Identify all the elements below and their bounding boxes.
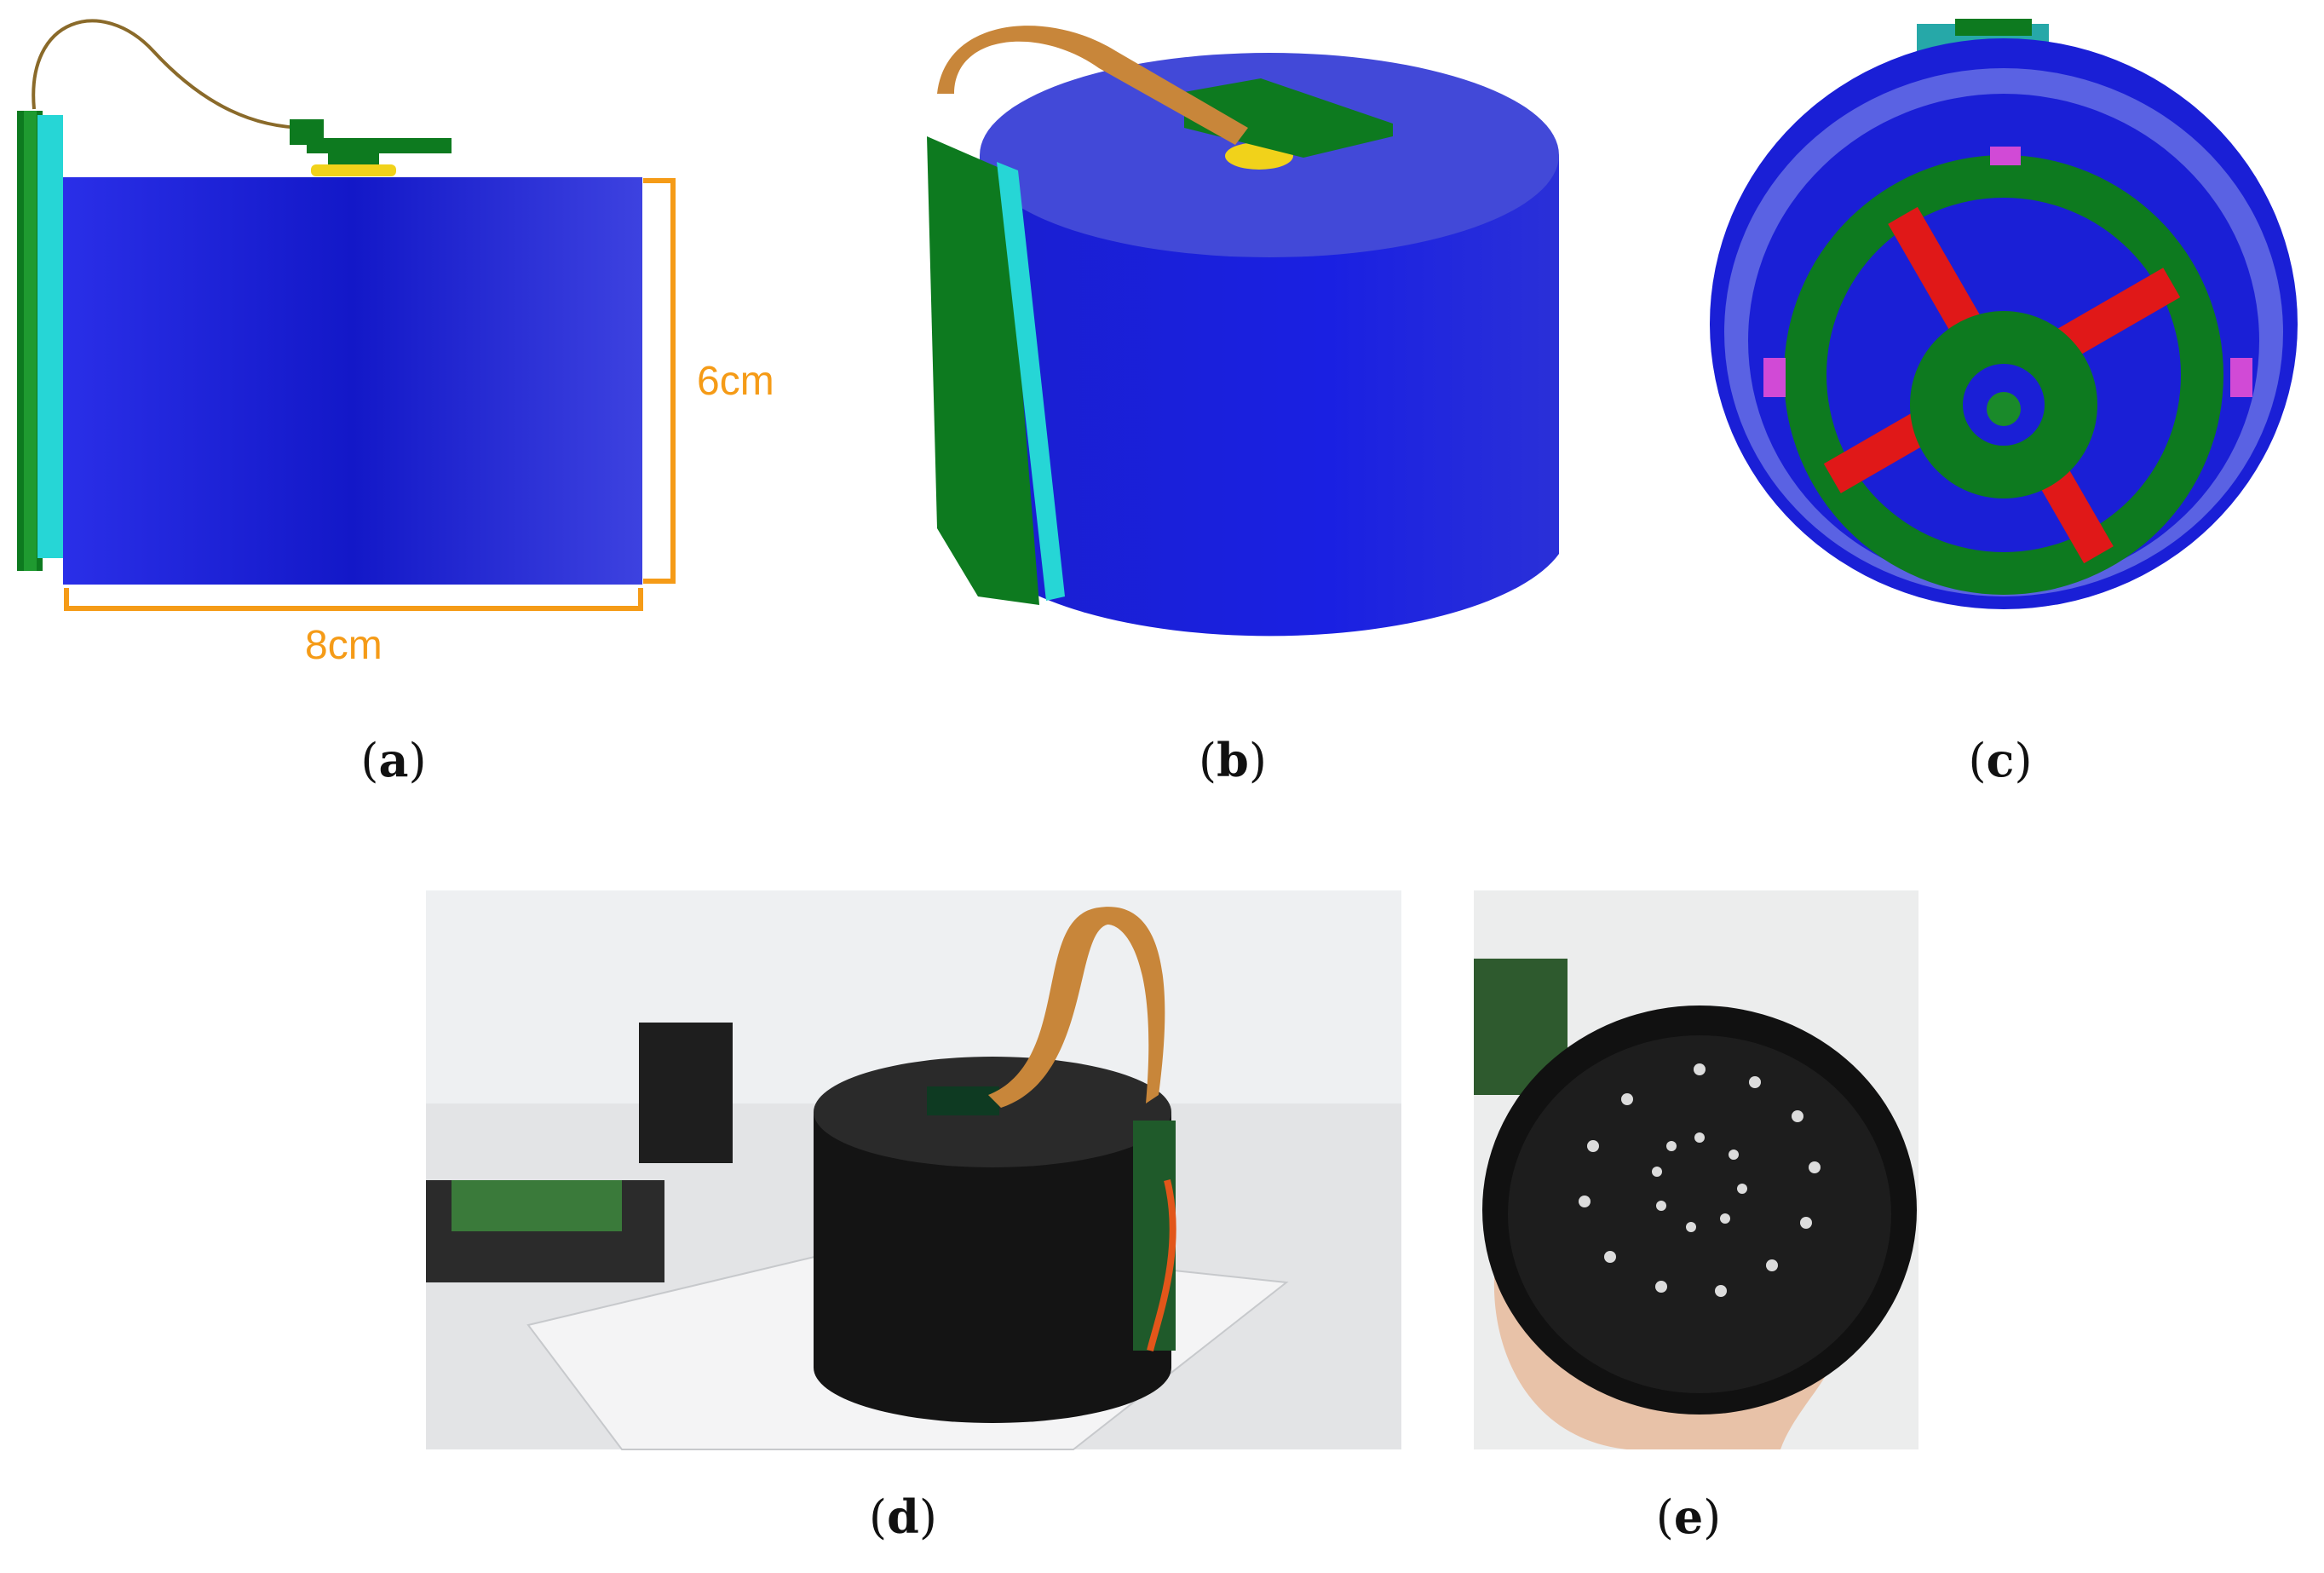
width-dimension-line: [64, 588, 643, 611]
panel-a-drawing: [17, 19, 676, 611]
printed-cylinder: [814, 1112, 1171, 1423]
cylinder-side: [980, 155, 1559, 637]
caption-a: (a): [360, 733, 427, 787]
ribbon-cable: [988, 907, 1165, 1108]
cyan-plate: [997, 162, 1065, 601]
led-ring-outer: [1579, 1063, 1821, 1297]
caption-d: (d): [869, 1489, 937, 1544]
caption-e: (e): [1655, 1489, 1722, 1544]
cylinder-body: [63, 177, 642, 585]
caption-b: (b): [1199, 733, 1267, 787]
height-dimension-label: 6cm: [697, 359, 774, 404]
panel-c-drawing: [1710, 19, 2298, 609]
cyan-plate: [37, 115, 63, 558]
panel-b-drawing: [927, 26, 1559, 637]
width-dimension-label: 8cm: [305, 623, 383, 668]
lens-mount: [311, 164, 396, 176]
panel-e-photo-drawing: [1474, 890, 1918, 1449]
panel-a-side-view: 6cm 8cm: [0, 0, 818, 682]
ribbon-cable: [937, 26, 1248, 146]
panel-e-photo: [1474, 890, 1918, 1449]
panel-c-bottom-view: [1704, 0, 2324, 682]
cable: [32, 19, 308, 130]
panel-b-perspective-view: [903, 0, 1585, 682]
height-dimension-line: [643, 178, 676, 584]
panel-d-photo: [426, 890, 1401, 1450]
panel-d-photo-drawing: [426, 890, 1401, 1450]
led-ring-inner: [1652, 1132, 1747, 1232]
caption-c: (c): [1968, 733, 2033, 787]
side-pcb: [1133, 1121, 1176, 1351]
mounts: [1763, 147, 2252, 397]
